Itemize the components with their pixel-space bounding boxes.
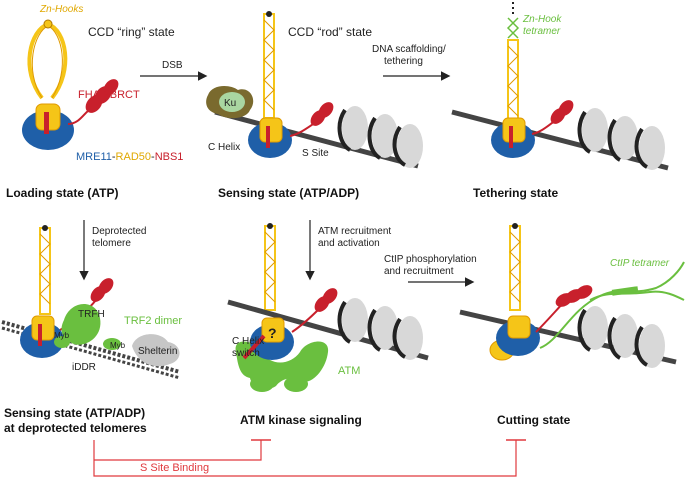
deprotected-label-2: telomere — [92, 238, 131, 249]
ctip-label-2: and recruitment — [384, 266, 454, 277]
deprotected-label-1: Deprotected — [92, 226, 146, 237]
shelterin-icon — [132, 334, 180, 367]
panel-sensing-state: Ku CCD “rod” state C Helix S Site Sensin… — [206, 11, 423, 200]
zn-hook-tetramer-label-2: tetramer — [523, 26, 561, 37]
fha-2brct-label: FHA-2BRCT — [78, 89, 140, 101]
trfh-label: TRFH — [78, 309, 105, 320]
s-site-binding-label: S Site Binding — [140, 462, 209, 474]
c-helix-switch-label-1: C Helix — [232, 336, 264, 347]
atm-recruitment-label-1: ATM recruitment — [318, 226, 391, 237]
mrn-label: MRE11-RAD50-NBS1 — [76, 151, 183, 163]
panel-atm-signaling: ? C Helix switch ATM ATM kinase signalin… — [227, 223, 429, 427]
zn-hook-tetramer-icon — [506, 17, 520, 39]
zn-hook-tetramer-label-1: Zn-Hook — [522, 14, 562, 25]
atm-recruitment-label-2: and activation — [318, 238, 380, 249]
c-helix-switch-label-2: switch — [232, 348, 260, 359]
myb-label-1: Myb — [54, 331, 70, 340]
iddr-label: iDDR — [72, 362, 96, 373]
ctip-tetramer-label: CtIP tetramer — [610, 258, 670, 269]
ctip-label-1: CtIP phosphorylation — [384, 254, 477, 265]
atm-label: ATM — [338, 365, 360, 377]
telomere-sensing-title-1: Sensing state (ATP/ADP) — [4, 406, 145, 420]
scaffolding-label-2: tethering — [384, 56, 423, 67]
ku-label: Ku — [224, 98, 236, 109]
myb-label-2: Myb — [110, 341, 126, 350]
trf2-dimer-icon — [61, 303, 101, 345]
trf2-dimer-label: TRF2 dimer — [124, 315, 182, 327]
telomere-sensing-title-2: at deprotected telomeres — [4, 421, 147, 435]
panel-telomere-sensing: TRFH TRF2 dimer Myb Myb Shelterin iDDR S… — [1, 225, 182, 435]
s-site-binding-inhibition: S Site Binding — [93, 439, 526, 477]
c-helix-label: C Helix — [208, 142, 240, 153]
s-site-label: S Site — [302, 148, 329, 159]
tethering-state-title: Tethering state — [473, 186, 558, 200]
question-mark: ? — [268, 325, 277, 341]
zn-hook-icon — [43, 19, 53, 29]
cutting-state-title: Cutting state — [497, 413, 571, 427]
loading-state-title: Loading state (ATP) — [6, 186, 118, 200]
panel-tethering-state: Zn-Hook tetramer Tethering state — [451, 2, 669, 200]
sensing-state-title: Sensing state (ATP/ADP) — [218, 186, 359, 200]
scaffolding-label-1: DNA scaffolding/ — [372, 44, 446, 55]
rod-state-label: CCD “rod” state — [288, 25, 372, 39]
shelterin-label: Shelterin — [138, 346, 177, 357]
panel-cutting-state: CtIP tetramer Cutting state — [459, 223, 685, 427]
ring-state-label: CCD “ring” state — [88, 25, 175, 39]
panel-loading-state: Zn-Hooks CCD “ring” state FHA-2BRCT MRE1… — [6, 4, 183, 200]
atm-kinase-title: ATM kinase signaling — [240, 413, 362, 427]
zn-hooks-label: Zn-Hooks — [39, 4, 83, 15]
dsb-label: DSB — [162, 60, 183, 71]
